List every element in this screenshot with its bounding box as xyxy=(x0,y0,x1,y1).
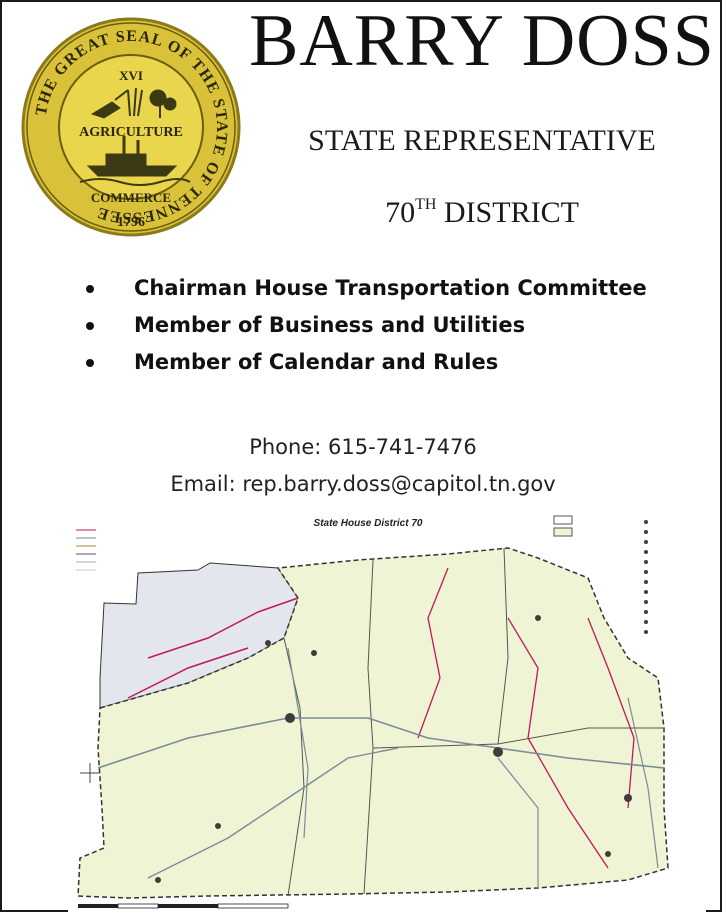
map-roads xyxy=(97,567,665,888)
map-legend-right xyxy=(553,515,648,634)
district-word: DISTRICT xyxy=(443,196,579,229)
map-town-marker xyxy=(215,823,221,829)
map-town-marker xyxy=(605,851,611,857)
seal-agriculture-label: AGRICULTURE xyxy=(79,125,183,140)
seal-numeral: XVI xyxy=(119,68,143,83)
map-legend-left xyxy=(76,529,96,571)
seal-boat-icon xyxy=(79,136,191,186)
phone-number: Phone: 615-741-7476 xyxy=(249,435,477,459)
role-label: Member of Calendar and Rules xyxy=(134,350,499,374)
map-compass-icon xyxy=(80,763,100,783)
bullet-icon xyxy=(86,285,94,293)
map-town-marker xyxy=(285,713,295,723)
map-scale-bar xyxy=(78,903,289,909)
map-town-marker xyxy=(493,747,503,757)
list-item: Member of Calendar and Rules xyxy=(82,344,647,381)
district-label: 70TH DISTRICT xyxy=(240,196,724,229)
tennessee-state-seal: THE GREAT SEAL OF THE STATE OF TENNESSEE… xyxy=(21,17,241,237)
seal-agriculture-icon xyxy=(90,87,177,119)
district-map: State House District 70 xyxy=(68,508,706,912)
bullet-icon xyxy=(86,322,94,330)
map-towns xyxy=(155,615,632,883)
map-town-marker xyxy=(155,877,161,883)
district-number: 70 xyxy=(385,196,416,229)
bullet-icon xyxy=(86,359,94,367)
district-suffix: TH xyxy=(415,196,437,213)
map-title: State House District 70 xyxy=(314,518,423,529)
role-label: Chairman House Transportation Committee xyxy=(134,276,647,300)
representative-name: BARRY DOSS xyxy=(249,0,715,82)
seal-commerce-label: COMMERCE xyxy=(91,190,171,205)
map-town-marker xyxy=(535,615,541,621)
committee-list: Chairman House Transportation Committee … xyxy=(82,270,647,381)
map-town-marker xyxy=(265,640,271,646)
list-item: Chairman House Transportation Committee xyxy=(82,270,647,307)
seal-year: 1796 xyxy=(117,215,145,230)
office-title: STATE REPRESENTATIVE xyxy=(308,124,656,157)
map-town-marker xyxy=(624,794,632,802)
email-address: Email: rep.barry.doss@capitol.tn.gov xyxy=(170,472,556,496)
list-item: Member of Business and Utilities xyxy=(82,307,647,344)
map-town-marker xyxy=(311,650,317,656)
role-label: Member of Business and Utilities xyxy=(134,313,526,337)
